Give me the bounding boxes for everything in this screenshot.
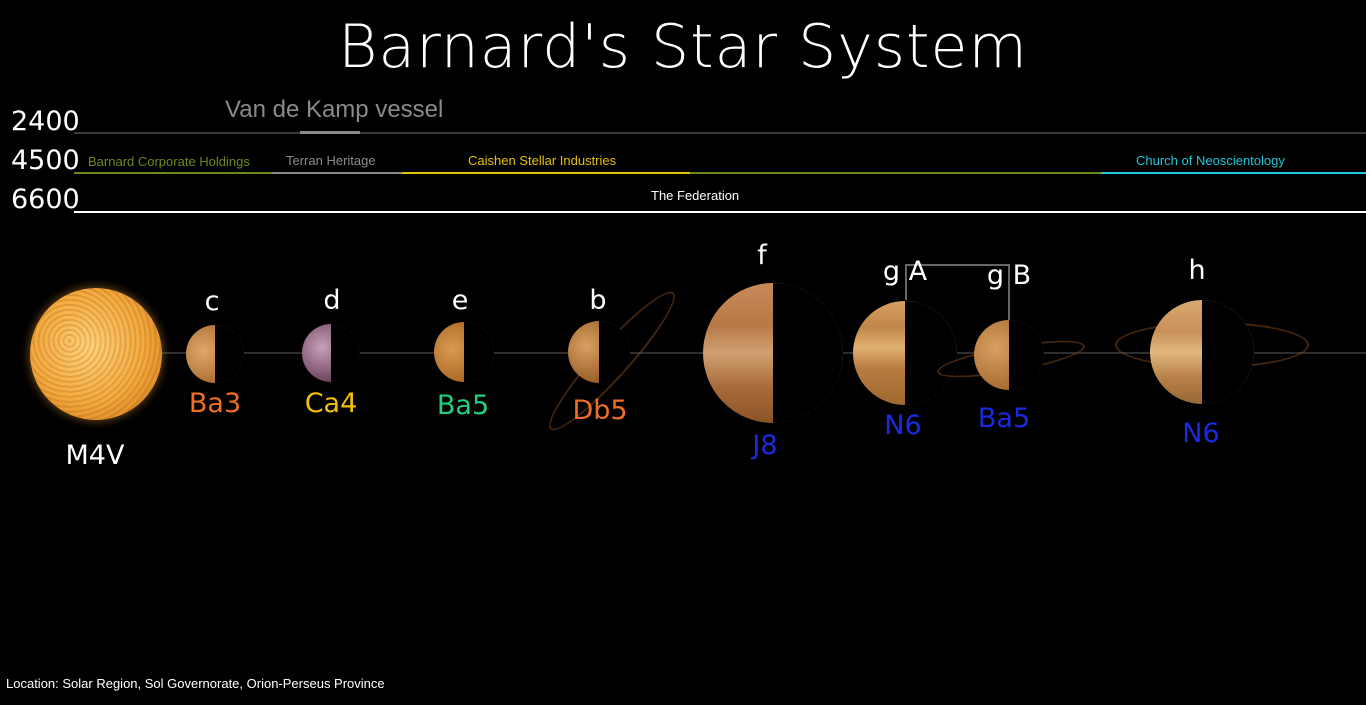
planet-label-f: f — [757, 240, 767, 271]
binary-bracket-top — [905, 264, 1010, 266]
planet-class-d: Ca4 — [304, 388, 358, 419]
segment-terran-heritage — [272, 172, 402, 174]
segment-barnard-corporate — [74, 172, 272, 174]
planet-e — [434, 322, 494, 382]
planet-g-b — [974, 320, 1044, 390]
segment-federation — [74, 211, 1366, 213]
faction-label-federation: The Federation — [651, 188, 740, 203]
segment-caishen — [402, 172, 690, 174]
planet-label-c: c — [204, 286, 220, 317]
planet-label-d: d — [323, 285, 341, 316]
planet-class-g-a: N6 — [884, 410, 922, 441]
planet-h — [1150, 300, 1254, 404]
timeline-2400-line — [74, 132, 1366, 134]
planet-label-g-a: g A — [882, 256, 928, 287]
segment-barnard-corporate-2 — [690, 172, 1101, 174]
planet-class-c: Ba3 — [188, 388, 242, 419]
planet-b — [568, 321, 630, 383]
year-6600: 6600 — [11, 184, 80, 215]
planet-label-b: b — [589, 285, 607, 316]
binary-bracket-left — [905, 264, 907, 300]
star-class: M4V — [65, 440, 125, 471]
planet-g-a — [853, 301, 957, 405]
faction-label-church: Church of Neoscientology — [1136, 153, 1285, 168]
planet-class-e: Ba5 — [436, 390, 490, 421]
binary-bracket-right — [1008, 264, 1010, 320]
faction-label-barnard: Barnard Corporate Holdings — [88, 154, 250, 169]
page-title: Barnard's Star System — [338, 12, 1028, 82]
planet-class-f: J8 — [752, 430, 778, 461]
planet-c — [186, 325, 244, 383]
planet-f — [703, 283, 843, 423]
star-barnard — [30, 288, 162, 420]
year-4500: 4500 — [11, 145, 80, 176]
planet-d — [302, 324, 360, 382]
planet-class-g-b: Ba5 — [977, 403, 1031, 434]
planet-label-e: e — [451, 285, 469, 316]
segment-church — [1101, 172, 1366, 174]
vessel-label: Van de Kamp vessel — [225, 96, 444, 123]
location-text: Location: Solar Region, Sol Governorate,… — [6, 676, 385, 691]
vessel-marker — [300, 131, 360, 134]
planet-label-g-b: g B — [986, 260, 1032, 291]
planet-label-h: h — [1188, 255, 1206, 286]
year-2400: 2400 — [11, 106, 80, 137]
faction-label-caishen: Caishen Stellar Industries — [468, 153, 617, 168]
planet-class-b: Db5 — [572, 395, 628, 426]
planet-class-h: N6 — [1182, 418, 1220, 449]
faction-label-terran: Terran Heritage — [286, 153, 376, 168]
